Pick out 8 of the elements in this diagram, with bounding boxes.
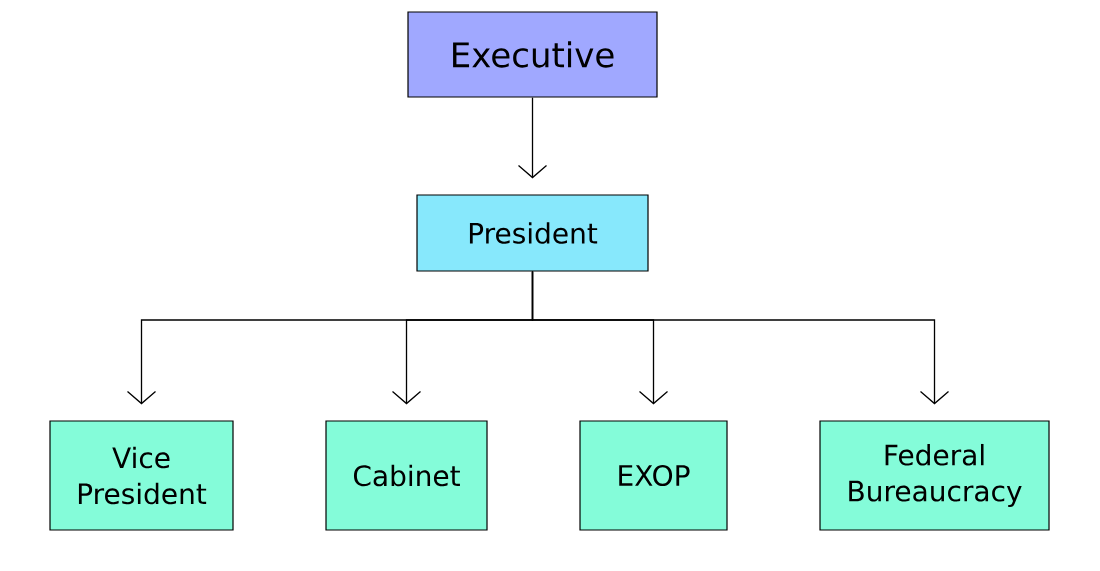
org-box: Federal Bureaucracy (819, 420, 1050, 531)
org-box: Executive (407, 11, 658, 98)
org-box: President (416, 194, 649, 272)
org-box: EXOP (579, 420, 728, 531)
arrow (517, 96, 548, 179)
arrow (531, 270, 950, 405)
org-box: Cabinet (325, 420, 488, 531)
org-box: Vice President (49, 420, 234, 531)
